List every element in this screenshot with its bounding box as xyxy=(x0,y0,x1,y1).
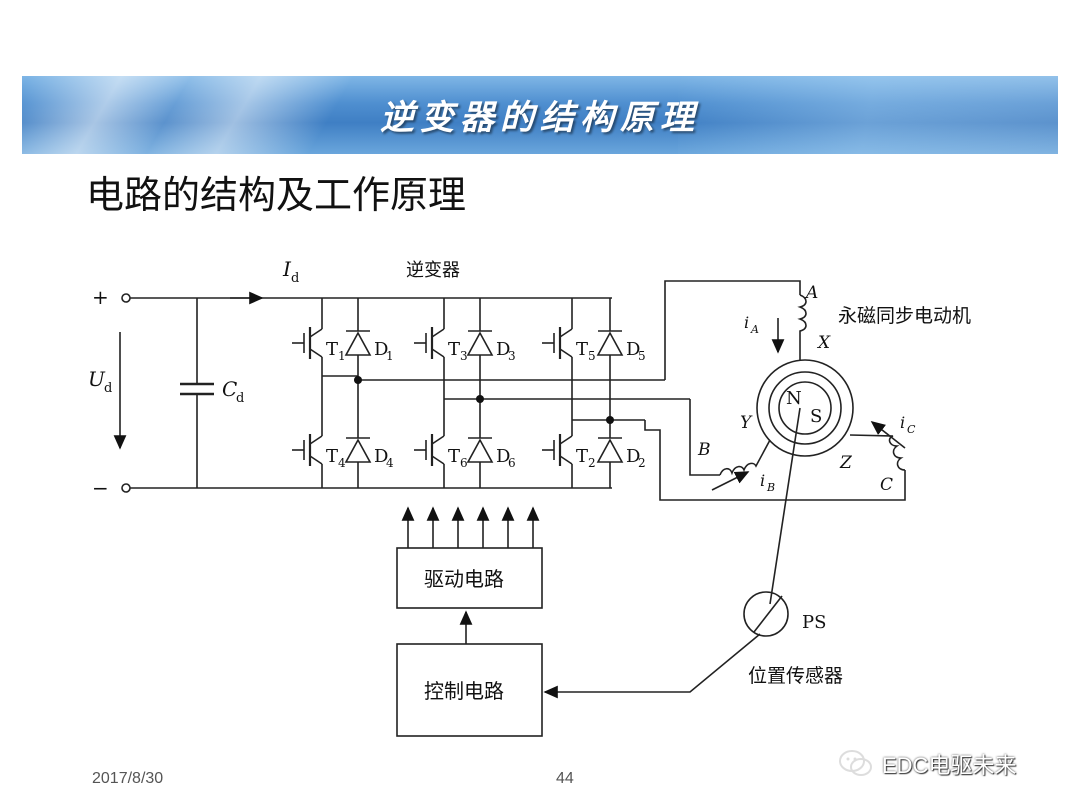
lower-diode-label-1: D xyxy=(496,446,510,467)
svg-text:6: 6 xyxy=(460,456,468,470)
motor-label: 永磁同步电动机 xyxy=(838,305,971,327)
lower-transistor-label-1: T xyxy=(448,446,460,467)
watermark: EDC电驱未来 xyxy=(838,748,1016,780)
capacitor-label: C xyxy=(222,377,237,401)
svg-text:B: B xyxy=(766,481,775,494)
upper-transistor-label-1: T xyxy=(448,339,460,360)
winding-b xyxy=(719,439,771,476)
rotor-n-label: N xyxy=(786,388,802,409)
position-sensor xyxy=(743,591,789,637)
upper-diode-label-2: D xyxy=(626,339,640,360)
sensor-feedback-wire xyxy=(543,633,761,699)
svg-text:6: 6 xyxy=(508,456,516,470)
svg-text:3: 3 xyxy=(460,349,468,363)
voltage-label: U xyxy=(88,367,106,391)
ib-label: i xyxy=(760,471,765,490)
ic-label: i xyxy=(900,413,905,432)
lower-transistor-label-0: T xyxy=(326,446,338,467)
lower-diode-label-2: D xyxy=(626,446,640,467)
rotor-sensor-shaft xyxy=(769,407,801,605)
junction-b xyxy=(476,395,484,403)
plus-label: + xyxy=(92,285,109,309)
title-banner: 逆变器的结构原理 xyxy=(22,76,1058,154)
control-circuit-box xyxy=(396,643,543,737)
phase-a-wire xyxy=(664,280,801,380)
motor-stator-inner xyxy=(768,371,842,445)
upper-diode-label-0: D xyxy=(374,339,388,360)
phase-b-wire xyxy=(689,399,720,476)
drive-circuit-label: 驱动电路 xyxy=(424,567,504,591)
motor-rotor xyxy=(778,381,832,435)
slide-subtitle: 电路的结构及工作原理 xyxy=(86,173,467,217)
capacitor-cd xyxy=(180,298,214,488)
sensor-label: 位置传感器 xyxy=(748,665,843,687)
svg-text:d: d xyxy=(236,391,244,406)
drive-circuit-box xyxy=(396,547,543,609)
winding-c xyxy=(849,434,906,471)
svg-text:d: d xyxy=(291,271,299,286)
junction-a xyxy=(354,376,362,384)
footer-date: 2017/8/30 xyxy=(92,770,164,787)
svg-text:4: 4 xyxy=(386,456,394,470)
svg-text:d: d xyxy=(104,381,112,396)
svg-text:C: C xyxy=(907,423,916,436)
inverter-circuit-diagram: + − U d I d C d 逆变器 永磁同步电动机 PS 位置传感器 驱动电… xyxy=(84,238,1004,738)
minus-label: − xyxy=(92,476,109,500)
winding-c-label: C xyxy=(880,475,893,495)
svg-text:1: 1 xyxy=(338,349,346,363)
rotor-s-label: S xyxy=(810,406,822,427)
lower-transistor-label-2: T xyxy=(576,446,588,467)
svg-text:1: 1 xyxy=(386,349,394,363)
upper-transistor-label-2: T xyxy=(576,339,588,360)
inverter-label: 逆变器 xyxy=(406,260,460,281)
banner-title: 逆变器的结构原理 xyxy=(380,98,700,138)
winding-a-label: A xyxy=(804,283,818,303)
winding-x-label: X xyxy=(816,333,831,353)
ic-arrow xyxy=(870,421,906,449)
svg-text:3: 3 xyxy=(508,349,516,363)
winding-a xyxy=(797,294,807,360)
winding-y-label: Y xyxy=(740,413,753,433)
svg-text:4: 4 xyxy=(338,456,346,470)
gate-signal-arrows xyxy=(401,506,540,548)
phase-c-wire xyxy=(644,420,906,501)
upper-transistor-label-0: T xyxy=(326,339,338,360)
upper-diode-label-1: D xyxy=(496,339,510,360)
motor-stator-outer xyxy=(756,359,854,457)
svg-text:A: A xyxy=(750,323,759,336)
ia-label: i xyxy=(744,313,749,332)
svg-text:5: 5 xyxy=(588,349,596,363)
wechat-icon xyxy=(839,750,872,776)
svg-text:5: 5 xyxy=(638,349,646,363)
watermark-text: EDC电驱未来 xyxy=(882,753,1017,778)
svg-text:2: 2 xyxy=(588,456,596,470)
winding-z-label: Z xyxy=(839,453,853,473)
lower-diode-label-0: D xyxy=(374,446,388,467)
sensor-tag: PS xyxy=(802,612,826,633)
winding-b-label: B xyxy=(697,440,711,460)
current-label: I xyxy=(282,257,292,281)
control-circuit-label: 控制电路 xyxy=(424,679,504,703)
svg-text:2: 2 xyxy=(638,456,646,470)
ib-arrow xyxy=(711,471,750,491)
page-number: 44 xyxy=(556,770,574,787)
junction-c xyxy=(606,416,614,424)
